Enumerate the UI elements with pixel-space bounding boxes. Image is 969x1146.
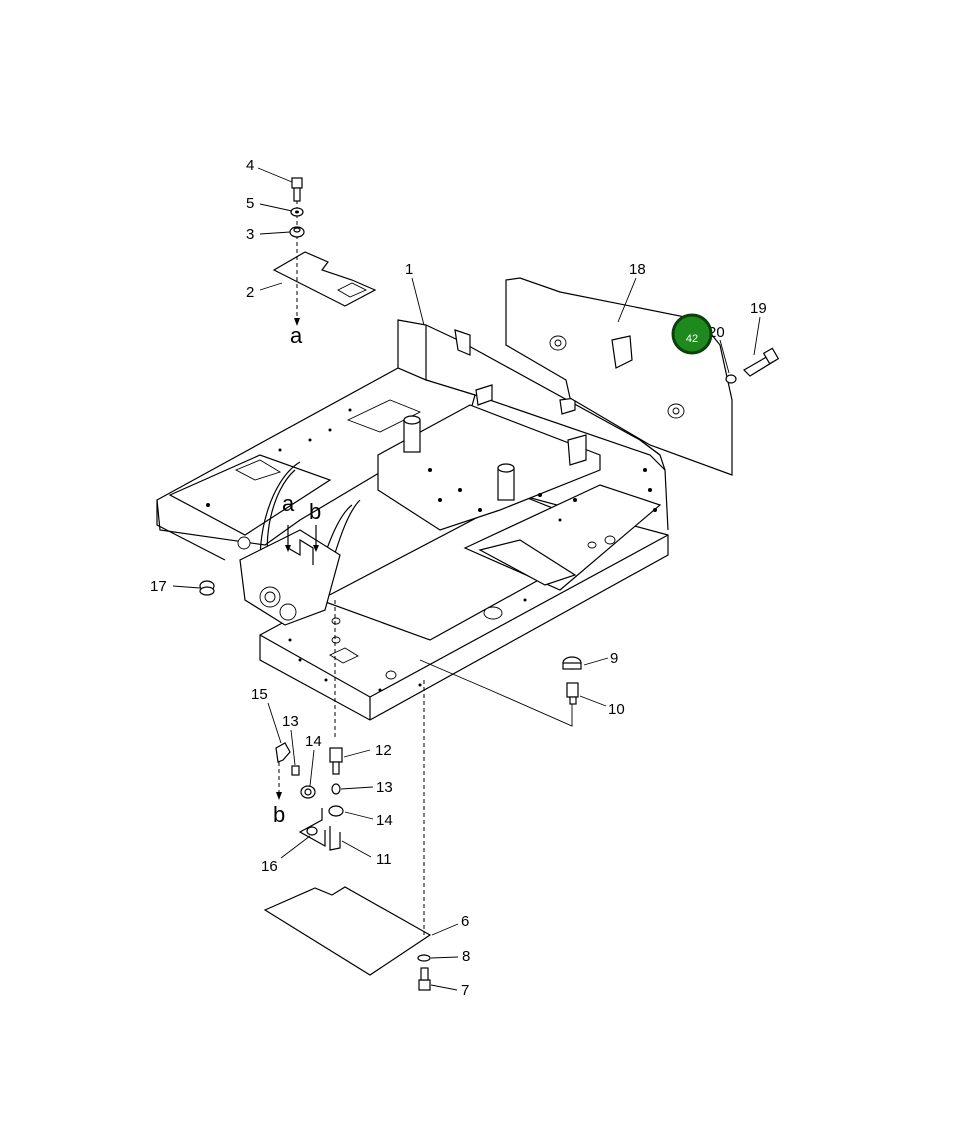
callout-9: 9 [610, 650, 618, 667]
callout-1: 1 [405, 261, 413, 278]
small-parts [199, 177, 780, 991]
callout-17: 17 [150, 578, 167, 595]
leader-lines [172, 167, 761, 991]
callout-10: 10 [608, 701, 625, 718]
callout-12: 12 [375, 742, 392, 759]
callout-18: 18 [629, 261, 646, 278]
hotspot-label[interactable]: 42 [686, 333, 698, 345]
letter-b-mid: b [309, 499, 321, 524]
top-plate [272, 200, 377, 326]
callout-2: 2 [246, 284, 254, 301]
callout-16: 16 [261, 858, 278, 875]
main-frame [156, 319, 669, 721]
letter-a-mid: a [282, 491, 295, 516]
callout-19: 19 [750, 300, 767, 317]
hotspot-marker[interactable]: 42 [671, 313, 713, 355]
callout-3: 3 [246, 226, 254, 243]
callout-11: 11 [376, 851, 392, 868]
hotspot-circle[interactable] [671, 313, 713, 355]
callout-13-left: 13 [282, 713, 299, 730]
callout-numbers: 1 2 3 4 5 6 7 8 9 10 11 12 13 13 14 14 1… [150, 157, 767, 999]
letter-b-bottom: b [273, 802, 285, 827]
reference-letters: a a b b [273, 323, 321, 827]
callout-14-left: 14 [305, 733, 322, 750]
callout-15: 15 [251, 686, 268, 703]
callout-6: 6 [461, 913, 469, 930]
bottom-plate [263, 600, 432, 976]
callout-14-right: 14 [376, 812, 393, 829]
callout-13-right: 13 [376, 779, 393, 796]
letter-a-top: a [290, 323, 303, 348]
callout-7: 7 [461, 982, 469, 999]
callout-5: 5 [246, 195, 254, 212]
callout-4: 4 [246, 157, 254, 174]
callout-8: 8 [462, 948, 470, 965]
